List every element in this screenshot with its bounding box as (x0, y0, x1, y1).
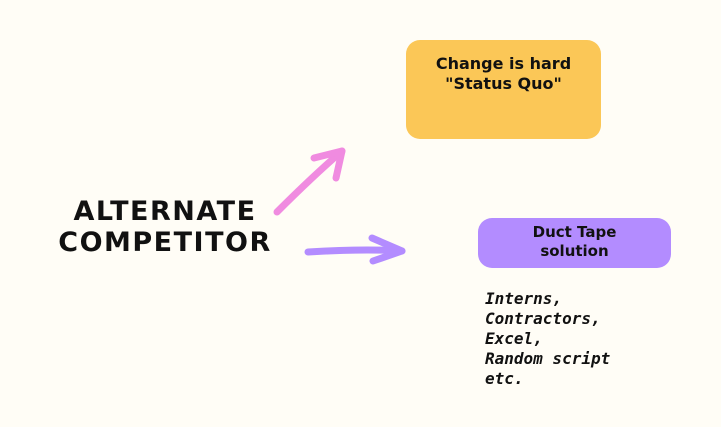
arrow-to-duct-tape-shaft (304, 246, 406, 256)
duct-tape-line-2: solution (540, 242, 609, 260)
example-item: etc. (485, 369, 524, 388)
example-item: Contractors, (485, 309, 601, 328)
arrow-to-status-quo-head (310, 147, 346, 182)
arrow-to-status-quo (273, 147, 346, 216)
duct-tape-line-1: Duct Tape (532, 223, 617, 241)
duct-tape-examples-list: Interns, Contractors, Excel, Random scri… (485, 289, 610, 389)
arrow-to-duct-tape (304, 234, 406, 265)
arrow-to-status-quo-shaft (273, 147, 346, 216)
status-quo-line-1: Change is hard (435, 54, 572, 73)
example-item: Excel, (485, 329, 543, 348)
status-quo-line-2: "Status Quo" (445, 74, 562, 93)
arrow-to-duct-tape-head (368, 234, 406, 265)
status-quo-card: Change is hard "Status Quo" (406, 40, 601, 139)
title-line-1: ALTERNATE (73, 196, 257, 227)
example-item: Random script (485, 349, 611, 368)
alternate-competitor-title: ALTERNATE COMPETITOR (40, 196, 290, 258)
duct-tape-card: Duct Tape solution (478, 218, 671, 268)
title-line-2: COMPETITOR (58, 227, 272, 258)
example-item: Interns, (485, 289, 563, 308)
